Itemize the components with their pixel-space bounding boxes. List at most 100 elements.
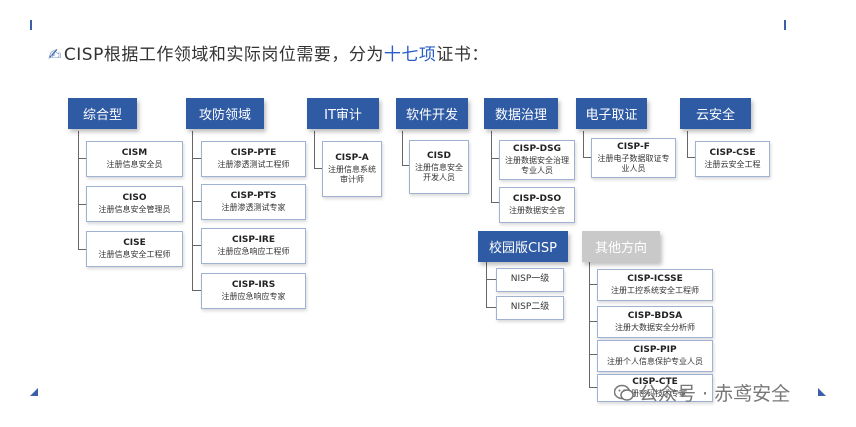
corner-mark-top-left [30, 20, 32, 30]
category-comprehensive: 综合型 [68, 98, 137, 129]
watermark-text: 公众号 · 赤鸢安全 [639, 383, 791, 405]
cert-desc: 注册信息安全工程师 [98, 249, 171, 259]
cert-desc: 注册密码技术专家 [623, 388, 687, 398]
connector [491, 131, 492, 203]
cert-desc: 注册数据安全官 [509, 205, 565, 215]
cert-card-cisp-cse: CISP-CSE 注册云安全工程 [695, 141, 770, 177]
cert-card-cisp-bdsa: CISP-BDSA 注册大数据安全分析师 [597, 306, 713, 338]
title-prefix: CISP根据工作领域和实际岗位需要，分为 [63, 45, 384, 65]
connector [78, 131, 79, 250]
cert-desc: 注册数据安全治理专业人员 [505, 155, 569, 175]
connector [78, 249, 86, 250]
cert-card-cisp-icsse: CISP-ICSSE 注册工控系统安全工程师 [597, 269, 713, 301]
cert-desc: 注册信息安全管理员 [98, 204, 171, 214]
category-data-governance: 数据治理 [484, 98, 558, 129]
connector [687, 157, 695, 158]
connector [583, 157, 591, 158]
connector [314, 131, 315, 169]
cert-desc: 注册个人信息保护专业人员 [607, 356, 703, 366]
connector [589, 354, 597, 355]
connector [589, 321, 597, 322]
cert-desc: 注册电子数据取证专业人员 [597, 153, 670, 173]
cert-card-cisd: CISD 注册信息安全开发人员 [409, 140, 469, 194]
cert-desc: 注册信息安全开发人员 [415, 162, 463, 182]
cert-code: CISP-PTS [230, 191, 277, 202]
cert-code: CISE [123, 238, 146, 249]
connector [192, 290, 201, 291]
corner-mark-top-right [784, 20, 786, 30]
cert-desc: 注册信息安全员 [106, 159, 163, 169]
connector [486, 262, 487, 308]
cert-code: CISP-BDSA [627, 311, 683, 322]
cert-code: CISM [121, 148, 148, 159]
cert-card-cisp-pip: CISP-PIP 注册个人信息保护专业人员 [597, 340, 713, 372]
cert-code: NISP二级 [510, 302, 550, 313]
category-offense-defense: 攻防领域 [186, 98, 264, 129]
cert-code: NISP一级 [510, 274, 550, 285]
connector [687, 131, 688, 158]
category-it-audit: IT审计 [307, 98, 379, 129]
cert-code: CISO [122, 193, 147, 204]
connector [486, 307, 496, 308]
connector [78, 204, 86, 205]
cert-card-ciso: CISO 注册信息安全管理员 [86, 186, 183, 222]
cert-desc: 注册大数据安全分析师 [615, 322, 695, 332]
connector [192, 131, 193, 291]
pen-icon: ✍ [48, 45, 62, 64]
cert-code: CISP-IRS [231, 280, 276, 291]
cert-code: CISP-F [617, 142, 650, 153]
cert-desc: 注册应急响应工程师 [217, 246, 290, 256]
cert-desc: 注册工控系统安全工程师 [611, 285, 699, 295]
connector [589, 262, 590, 388]
cert-code: CISP-ICSSE [627, 274, 683, 285]
cert-desc: 注册云安全工程 [704, 159, 761, 169]
cert-card-cisp-irs: CISP-IRS 注册应急响应专家 [201, 273, 306, 309]
slide-title: ✍CISP根据工作领域和实际岗位需要，分为十七项证书： [48, 40, 489, 65]
connector [486, 279, 496, 280]
cert-code: CISP-A [335, 153, 369, 164]
connector [192, 245, 201, 246]
category-software-dev: 软件开发 [396, 98, 468, 129]
cert-code: CISP-CSE [709, 148, 756, 159]
category-forensics: 电子取证 [576, 98, 647, 129]
connector [491, 202, 499, 203]
category-campus-cisp: 校园版CISP [478, 231, 568, 262]
cert-code: CISP-DSO [512, 194, 562, 205]
cert-card-cisp-a: CISP-A 注册信息系统审计师 [322, 141, 382, 197]
title-suffix: 证书： [436, 45, 489, 65]
corner-mark-bottom-left [30, 388, 38, 396]
cert-code: CISP-CTE [632, 377, 678, 388]
cert-card-cisp-dso: CISP-DSO 注册数据安全官 [499, 187, 575, 223]
cert-desc: 注册应急响应专家 [221, 291, 286, 301]
cert-code: CISP-PTE [230, 148, 277, 159]
connector [589, 284, 597, 285]
cert-desc: 注册信息系统审计师 [328, 164, 376, 184]
connector [402, 131, 403, 166]
title-highlight: 十七项 [383, 45, 437, 65]
cert-card-cisp-pts: CISP-PTS 注册渗透测试专家 [201, 184, 306, 220]
connector [192, 201, 201, 202]
category-cloud-security: 云安全 [680, 98, 751, 129]
connector [192, 158, 201, 159]
corner-mark-bottom-right [818, 388, 826, 396]
cert-card-cise: CISE 注册信息安全工程师 [86, 231, 183, 267]
cert-card-cisp-dsg: CISP-DSG 注册数据安全治理专业人员 [499, 140, 575, 180]
connector [491, 158, 499, 159]
cert-code: CISP-PIP [633, 345, 677, 356]
cert-desc: 注册渗透测试专家 [221, 202, 286, 212]
cert-card-cism: CISM 注册信息安全员 [86, 141, 183, 177]
connector [314, 168, 322, 169]
cert-card-nisp-2: NISP二级 [496, 296, 564, 320]
cert-desc: 注册渗透测试工程师 [217, 159, 290, 169]
wechat-icon [614, 384, 634, 401]
cert-code: CISP-IRE [231, 235, 276, 246]
cert-card-cisp-ire: CISP-IRE 注册应急响应工程师 [201, 228, 306, 264]
connector [402, 165, 409, 166]
connector [78, 158, 86, 159]
cert-card-cisp-f: CISP-F 注册电子数据取证专业人员 [591, 138, 676, 178]
cert-card-nisp-1: NISP一级 [496, 268, 564, 292]
category-other: 其他方向 [582, 231, 660, 262]
connector [589, 387, 597, 388]
cert-code: CISP-DSG [513, 144, 561, 155]
cert-card-cisp-pte: CISP-PTE 注册渗透测试工程师 [201, 141, 306, 177]
